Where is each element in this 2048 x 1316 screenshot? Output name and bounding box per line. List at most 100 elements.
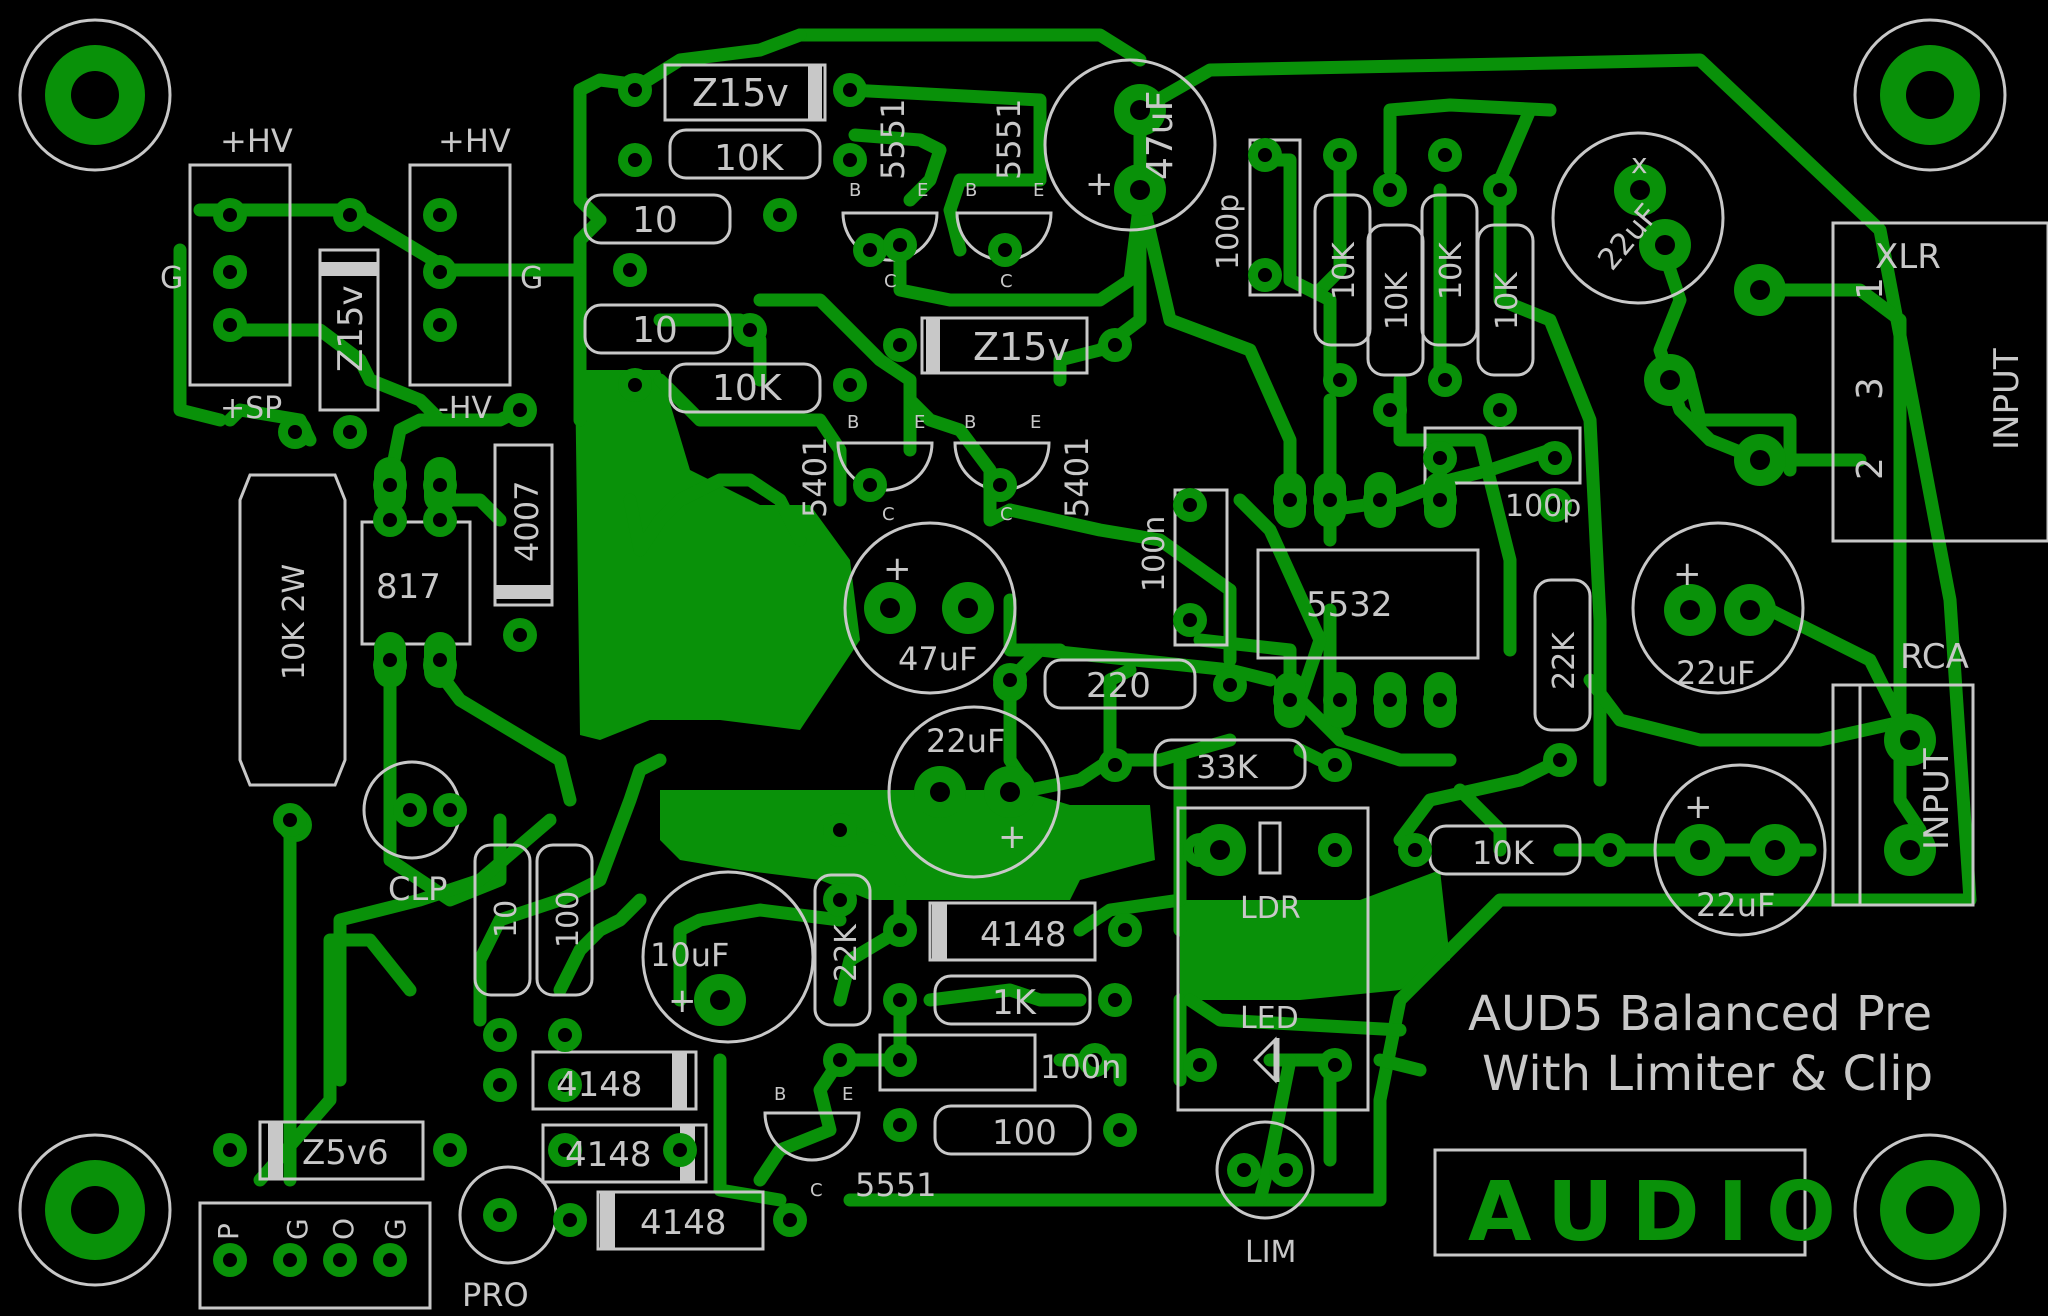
- pad-hole: [1603, 843, 1617, 857]
- xlr-pin3: 3: [1850, 377, 1891, 400]
- pad-hole: [1900, 840, 1920, 860]
- pad-hole: [1283, 693, 1297, 707]
- pad-hole: [1328, 758, 1342, 772]
- pad-hole: [1373, 493, 1387, 507]
- hv1-bottom-label: +SP: [220, 391, 282, 426]
- pad-hole: [1328, 1058, 1342, 1072]
- label-10uf: 10uF: [650, 936, 729, 974]
- pad-hole: [403, 803, 417, 817]
- label-5551-q2: 5551: [990, 99, 1028, 180]
- board-title-line2: With Limiter & Clip: [1482, 1046, 1933, 1102]
- pad-hole: [1433, 693, 1447, 707]
- pad-hole: [1000, 782, 1020, 802]
- pad-hole: [1630, 180, 1650, 200]
- pad-hole: [1493, 183, 1507, 197]
- label-10k-d: 10K: [1490, 271, 1525, 330]
- q1-pin-c: C: [884, 271, 897, 292]
- pad-hole: [1660, 370, 1680, 390]
- pads: [213, 73, 1936, 1277]
- pad-hole: [1113, 1123, 1127, 1137]
- label-22uf-right-mid: 22uF: [1676, 654, 1755, 692]
- pad-hole: [1130, 180, 1150, 200]
- q3-pin-b: B: [847, 412, 859, 433]
- pad-hole: [1088, 1053, 1102, 1067]
- q4-pin-c: C: [1000, 504, 1013, 525]
- pad-hole: [223, 208, 237, 222]
- label-z15v-vertical: Z15v: [331, 285, 371, 372]
- label-10k-mid: 10K: [712, 368, 783, 409]
- q3-pin-e: E: [914, 412, 925, 433]
- pad-hole: [433, 265, 447, 279]
- c9-plus: +: [1684, 787, 1713, 827]
- pad-hole: [223, 1253, 237, 1267]
- pad-hole: [893, 993, 907, 1007]
- pad-hole: [1183, 613, 1197, 627]
- hv2-bottom-label: -HV: [438, 391, 492, 426]
- c7-plus: +: [1673, 554, 1702, 594]
- pad-hole: [710, 990, 730, 1010]
- pad-hole: [1193, 1058, 1207, 1072]
- pad-hole: [773, 208, 787, 222]
- label-22k-right: 22K: [1547, 631, 1582, 690]
- pad-hole: [628, 83, 642, 97]
- logo-box: [1433, 1148, 1807, 1257]
- pad-hole: [743, 323, 757, 337]
- c2-plus: +: [883, 549, 912, 589]
- q3-pin-c: C: [882, 504, 895, 525]
- pad-hole: [628, 378, 642, 392]
- ground-pour-main: [575, 370, 860, 740]
- mounting-holes: [18, 18, 2007, 1287]
- pad-hole: [493, 1078, 507, 1092]
- pad-hole: [1003, 673, 1017, 687]
- ground-pour-right: [1180, 870, 1450, 1000]
- pad-hole: [1740, 600, 1760, 620]
- label-10k-bottom: 10K: [1472, 834, 1535, 872]
- pad-hole: [383, 1253, 397, 1267]
- pad-hole: [1548, 451, 1562, 465]
- pad-hole: [1108, 993, 1122, 1007]
- rca-input-label: INPUT: [1917, 748, 1957, 850]
- pad-hole: [1383, 183, 1397, 197]
- label-clp: CLP: [388, 870, 447, 908]
- pad-hole: [1433, 493, 1447, 507]
- pad-hole: [623, 263, 637, 277]
- pad-hole: [1118, 923, 1132, 937]
- label-100-vertical: 100: [551, 891, 586, 948]
- pad-hole: [563, 1213, 577, 1227]
- xlr-pin1: 1: [1850, 277, 1891, 300]
- pad-hole: [333, 1253, 347, 1267]
- c8-plus: +: [998, 817, 1027, 857]
- pad-hole: [223, 265, 237, 279]
- pad-hole: [673, 1143, 687, 1157]
- transistor-pin-letters: B E C B E C B E C B E C B E C: [774, 180, 1044, 1201]
- pad-hole: [433, 318, 447, 332]
- label-5401-q3: 5401: [796, 437, 834, 518]
- pad-hole: [893, 238, 907, 252]
- pad-hole: [1258, 268, 1272, 282]
- label-z15v-top: Z15v: [692, 71, 789, 115]
- hv-connector-2-outline: [408, 163, 512, 387]
- pad-hole: [383, 513, 397, 527]
- pad-hole: [1210, 840, 1230, 860]
- label-5401-q4: 5401: [1058, 437, 1096, 518]
- label-z5v6: Z5v6: [302, 1133, 389, 1173]
- pad-hole: [1333, 693, 1347, 707]
- label-47uf-mid: 47uF: [898, 640, 977, 678]
- pad-hole: [893, 1118, 907, 1132]
- q5-pin-e: E: [842, 1084, 853, 1105]
- hv1-side-label: G: [160, 261, 183, 296]
- pad-hole: [1765, 840, 1785, 860]
- rca-label: RCA: [1900, 637, 1969, 677]
- label-100p-upper: 100p: [1211, 194, 1246, 270]
- xlr-label: XLR: [1875, 237, 1941, 277]
- pad-hole: [1328, 843, 1342, 857]
- pad-hole: [1493, 403, 1507, 417]
- pad-hole: [1750, 280, 1770, 300]
- pad-hole: [1183, 498, 1197, 512]
- label-22uf-bottom-right: 22uF: [1696, 886, 1775, 924]
- pad-hole: [1283, 493, 1297, 507]
- silkscreen-outlines: [188, 58, 2048, 1310]
- xlr-pin2: 2: [1850, 457, 1891, 480]
- pad-hole: [833, 1053, 847, 1067]
- pad-hole: [1900, 730, 1920, 750]
